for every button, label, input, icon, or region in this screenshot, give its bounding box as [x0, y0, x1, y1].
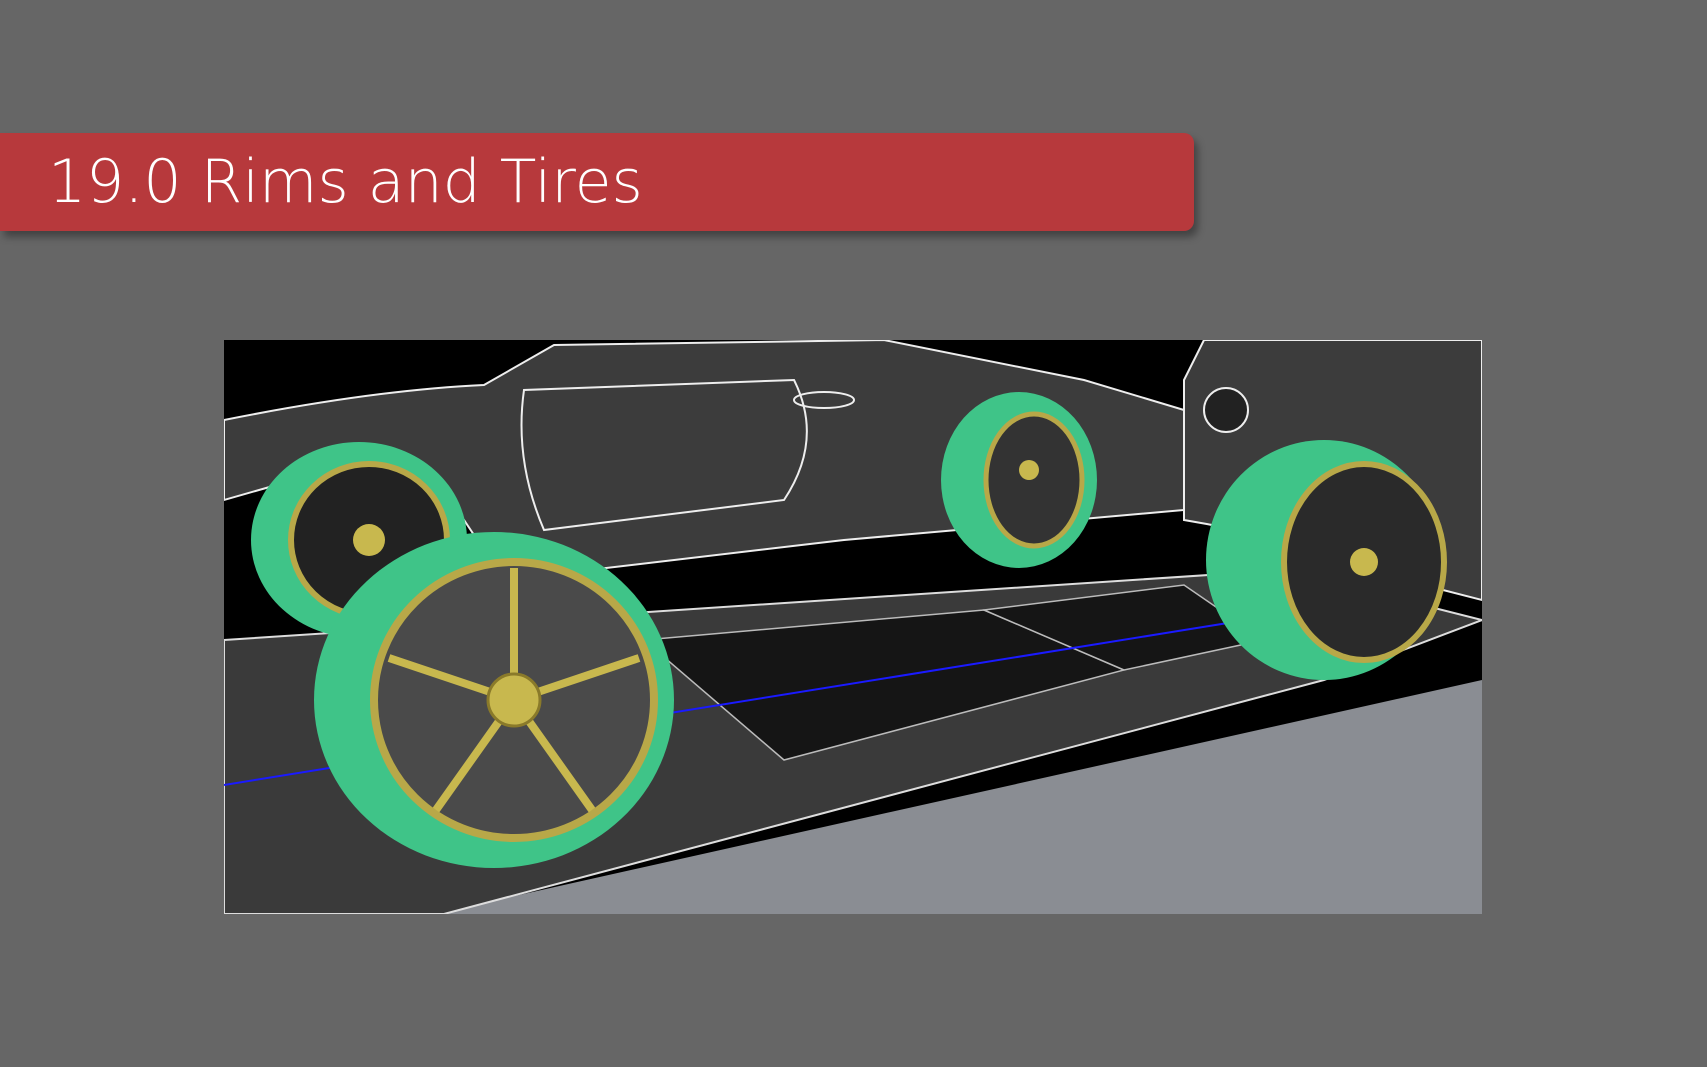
title-banner: 19.0 Rims and Tires [0, 133, 1194, 231]
wheel-front-right [1206, 440, 1447, 680]
viewport-illustration [224, 340, 1482, 914]
wheel-rear-right [941, 392, 1097, 568]
rims-tires-render [224, 340, 1482, 914]
wheel-front-left [314, 532, 674, 868]
floor-plane [434, 680, 1482, 914]
slide-title: 19.0 Rims and Tires [48, 147, 643, 217]
